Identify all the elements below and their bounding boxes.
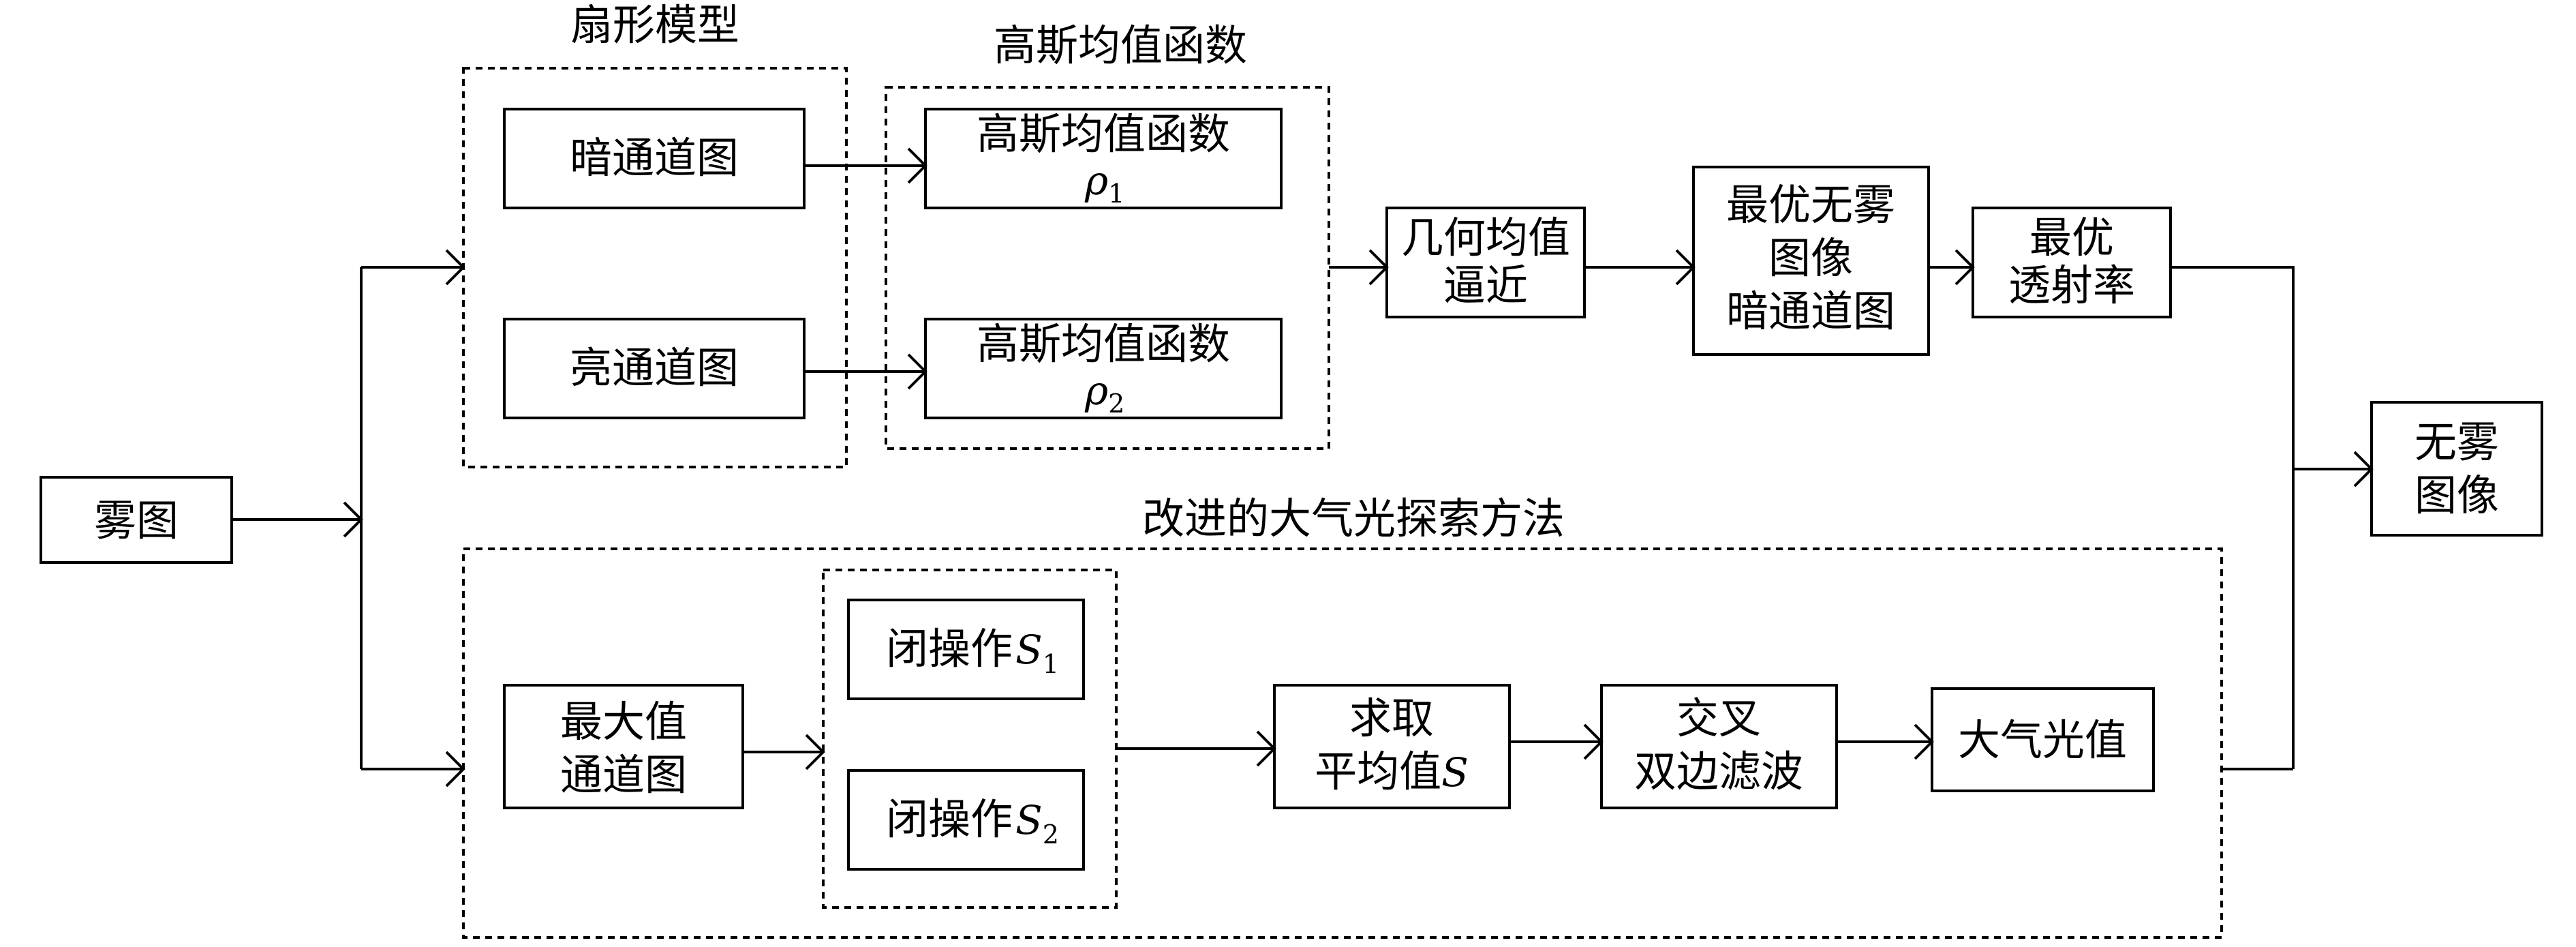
max-channel-line2: 通道图 xyxy=(560,750,687,800)
geo-mean-line1: 几何均值 xyxy=(1401,213,1570,262)
max-channel-line1: 最大值 xyxy=(560,697,687,747)
gauss2-symbol: ρ2 xyxy=(1084,367,1124,419)
bilateral-line1: 交叉 xyxy=(1676,693,1761,743)
closing2-label: 闭操作S2 xyxy=(886,794,1059,850)
optimal-trans-box xyxy=(1972,207,2172,318)
atmos-title: 改进的大气光探索方法 xyxy=(1142,494,1565,543)
bright-channel-box xyxy=(503,318,806,419)
atmos-group xyxy=(462,547,2223,939)
dark-channel-box xyxy=(503,108,806,209)
bilateral-line2: 双边滤波 xyxy=(1634,747,1803,796)
optimal-dark-line3: 暗通道图 xyxy=(1726,286,1895,336)
closing-group xyxy=(822,569,1118,909)
atmos-value-box xyxy=(1931,687,2155,792)
mean-line1: 求取 xyxy=(1349,693,1434,743)
closing1-box xyxy=(847,599,1085,700)
closing1-label: 闭操作S1 xyxy=(886,624,1059,679)
optimal-dark-box xyxy=(1692,166,1930,356)
dehazed-line1: 无雾 xyxy=(2414,417,2499,467)
geo-mean-line2: 逼近 xyxy=(1443,260,1528,310)
atmos-value-label: 大气光值 xyxy=(1958,715,2127,765)
gaussian-group xyxy=(885,86,1330,450)
optimal-trans-line2: 透射率 xyxy=(2008,260,2135,310)
closing2-box xyxy=(847,769,1085,871)
mean-box xyxy=(1273,684,1511,809)
gauss2-label: 高斯均值函数 xyxy=(977,319,1230,369)
fan-model-title: 扇形模型 xyxy=(570,0,739,50)
gauss2-box xyxy=(924,318,1283,419)
haze-image-box xyxy=(40,476,233,564)
haze-image-label: 雾图 xyxy=(94,496,179,545)
connectors xyxy=(232,147,2374,787)
optimal-dark-line1: 最优无雾 xyxy=(1726,180,1895,230)
geo-mean-box xyxy=(1385,207,1586,318)
gauss1-label: 高斯均值函数 xyxy=(977,109,1230,159)
max-channel-box xyxy=(503,684,744,809)
mean-line2: 平均值S xyxy=(1315,747,1469,796)
dark-channel-label: 暗通道图 xyxy=(570,133,739,183)
gaussian-title: 高斯均值函数 xyxy=(994,20,1247,70)
optimal-dark-line2: 图像 xyxy=(1768,233,1853,283)
gauss1-symbol: ρ1 xyxy=(1084,157,1124,209)
dehazed-line2: 图像 xyxy=(2414,470,2499,520)
bilateral-box xyxy=(1600,684,1838,809)
bright-channel-label: 亮通道图 xyxy=(570,343,739,393)
optimal-trans-line1: 最优 xyxy=(2029,213,2114,262)
gauss1-box xyxy=(924,108,1283,209)
